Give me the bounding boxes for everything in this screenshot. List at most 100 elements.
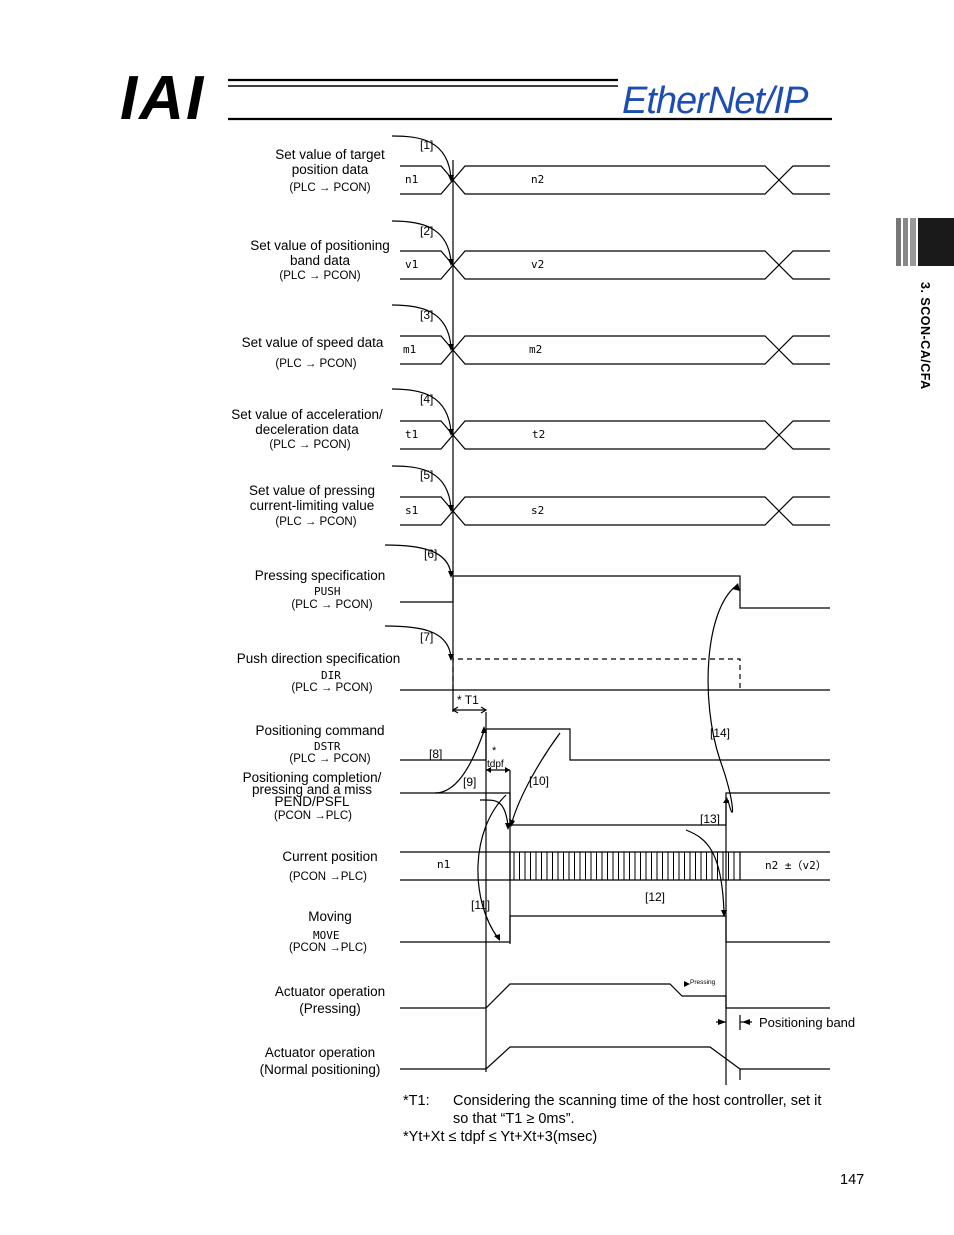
bus-waveform-1 [400, 165, 830, 195]
move-waveform [400, 915, 830, 943]
step-3-label: [3] [420, 308, 434, 322]
footnote-t1-line2: so that “T1 ≥ 0ms”. [453, 1111, 575, 1127]
dstr-waveform [400, 728, 830, 761]
step-1-leader [391, 135, 452, 179]
act-press-label: Actuator operation(Pressing) [274, 984, 386, 1016]
step-9-label: [9] [463, 775, 477, 789]
step-7-leader [384, 625, 452, 658]
arrowheads [448, 175, 750, 1025]
header-rules [228, 78, 832, 121]
step-6-label: [6] [424, 547, 438, 561]
dir-spec-label: Push direction specification [236, 651, 401, 666]
footnote-tdpf: *Yt+Xt ≤ tdpf ≤ Yt+Xt+3(msec) [403, 1129, 598, 1145]
bus-waveform-5 [400, 496, 830, 526]
dir-spec-dir: (PLC → PCON) [291, 682, 373, 694]
step-14-leader-b [719, 759, 734, 813]
signal-2-old: v1 [405, 258, 419, 271]
current-old: n1 [437, 858, 451, 871]
current-waveform-right [739, 851, 830, 881]
step-2-label: [2] [420, 224, 434, 238]
signal-5-new: s2 [531, 504, 545, 517]
signal-2-dir: (PLC → PCON) [279, 270, 361, 282]
move-code: MOVE [313, 929, 340, 942]
signal-1-new: n2 [531, 173, 545, 186]
step-4-leader [391, 388, 452, 433]
dstr-label: Positioning command [255, 723, 385, 738]
dir-dashed-option [452, 658, 741, 690]
step-8-leader [434, 730, 485, 794]
signal-3-dir: (PLC → PCON) [275, 358, 357, 370]
signal-1-old: n1 [405, 173, 419, 186]
signal-1-dir: (PLC → PCON) [289, 182, 371, 194]
step-9-leader [479, 799, 509, 827]
signal-2-new: v2 [531, 258, 545, 271]
step-4-label: [4] [420, 392, 434, 406]
step-12-label: [12] [645, 890, 666, 904]
signal-4-dir: (PLC → PCON) [269, 439, 351, 451]
step-11-leader [477, 794, 507, 939]
pend-dir: (PCON →PLC) [274, 810, 352, 822]
pressing-tag: Pressing [690, 979, 716, 986]
current-waveform-left [400, 851, 511, 881]
step-10-leader [511, 732, 561, 823]
pend-waveform [400, 792, 830, 826]
pend-label: Positioning completion/pressing and a mi… [242, 770, 382, 809]
ethernet-ip-logo: EtherNet/IP [622, 80, 808, 122]
iai-logo: IAI [120, 64, 206, 133]
section-label: 3. SCON-CA/CFA [918, 282, 932, 390]
footnote-t1-key: *T1: [403, 1093, 430, 1109]
step-8-label: [8] [429, 747, 443, 761]
current-dir: (PCON →PLC) [289, 871, 367, 883]
bus-waveform-2 [400, 250, 830, 280]
step-3-leader [391, 304, 452, 348]
bus-waveform-4 [400, 420, 830, 450]
tdpf-star: * [492, 745, 497, 757]
step-5-leader [391, 465, 452, 509]
dstr-dir: (PLC → PCON) [289, 753, 371, 765]
step-2-leader [391, 220, 452, 263]
current-new: n2 ±（v2） [765, 859, 827, 872]
page-number: 147 [840, 1172, 865, 1188]
section-tab [896, 218, 954, 266]
step-14-leader-a [707, 585, 737, 761]
dstr-code: DSTR [314, 740, 341, 753]
tdpf-label: tdpf [487, 759, 504, 770]
positioning-band-label: Positioning band [759, 1015, 856, 1030]
move-dir: (PCON →PLC) [289, 942, 367, 954]
step-1-label: [1] [420, 138, 434, 152]
push-dir: (PLC → PCON) [291, 599, 373, 611]
signal-3-label: Set value of speed data [241, 335, 384, 350]
step-5-label: [5] [420, 468, 434, 482]
step-13-label: [13] [700, 812, 721, 826]
signal-5-dir: (PLC → PCON) [275, 516, 357, 528]
current-label: Current position [282, 849, 378, 864]
signal-3-new: m2 [529, 343, 543, 356]
dir-spec-code: DIR [321, 669, 341, 682]
t1-label: * T1 [457, 693, 479, 707]
push-label: Pressing specification [254, 568, 386, 583]
current-position-transition-marks [513, 852, 735, 880]
footnote-t1-line1: Considering the scanning time of the hos… [453, 1093, 822, 1109]
act-press-waveform [400, 983, 830, 1009]
act-normal-label: Actuator operation(Normal positioning) [259, 1045, 381, 1077]
signal-5-old: s1 [405, 504, 419, 517]
step-11-label: [11] [471, 898, 491, 912]
signal-4-label: Set value of acceleration/deceleration d… [231, 407, 383, 437]
move-label: Moving [308, 909, 352, 924]
step-7-label: [7] [420, 630, 434, 644]
push-code: PUSH [314, 585, 341, 598]
signal-4-new: t2 [532, 428, 546, 441]
push-waveform [400, 575, 830, 609]
act-normal-waveform [400, 1046, 830, 1070]
step-10-label: [10] [529, 774, 550, 788]
step-6-leader [384, 544, 452, 575]
step-14-label: [14] [710, 726, 731, 740]
signal-4-old: t1 [405, 428, 419, 441]
step-13-leader [685, 829, 725, 914]
signal-3-old: m1 [403, 343, 417, 356]
bus-waveform-3 [400, 335, 830, 365]
